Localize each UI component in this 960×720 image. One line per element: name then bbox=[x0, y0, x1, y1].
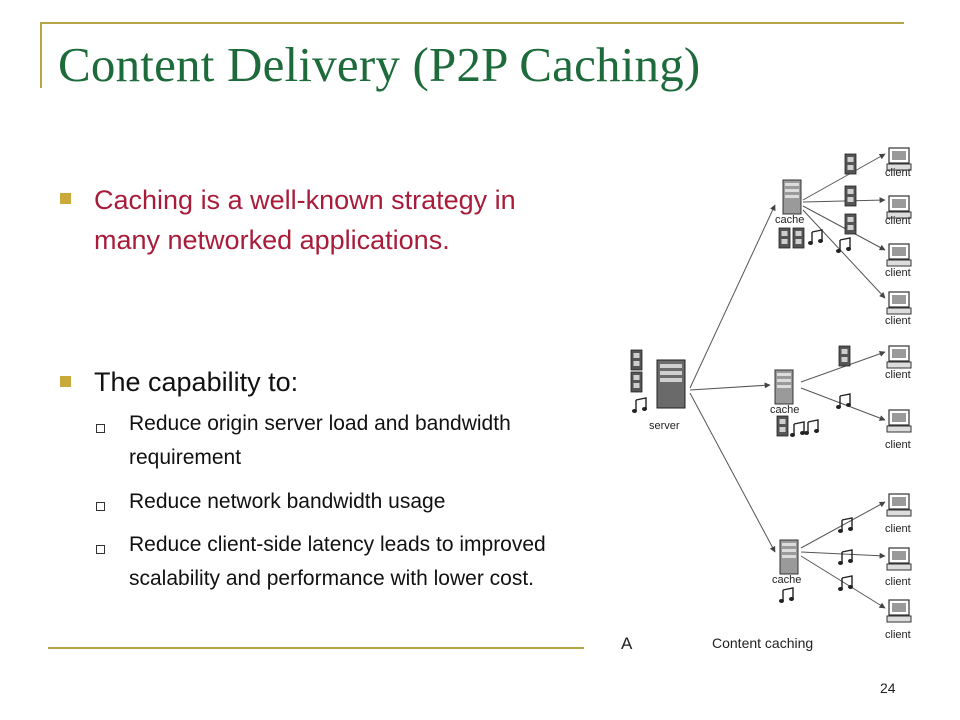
cache-label-top: cache bbox=[775, 214, 804, 226]
figure-caption: Content caching bbox=[712, 635, 813, 651]
client-label-5: client bbox=[885, 369, 911, 381]
sub-bullet-network-bandwidth: Reduce network bandwidth usage bbox=[129, 490, 446, 513]
cache-node-bottom bbox=[778, 539, 799, 604]
frame-top-rule bbox=[40, 22, 904, 24]
bullet-capability: The capability to: bbox=[94, 367, 299, 397]
client-label-3: client bbox=[885, 267, 911, 279]
bullet-caching: Caching is a well-known strategy in many… bbox=[94, 185, 516, 255]
bullet-marker-1 bbox=[60, 193, 71, 204]
cache-label-middle: cache bbox=[770, 404, 799, 416]
client-label-1: client bbox=[885, 167, 911, 179]
bullet-marker-2 bbox=[60, 376, 71, 387]
frame-left-rule bbox=[40, 22, 42, 88]
server-label: server bbox=[649, 420, 680, 432]
slide-title: Content Delivery (P2P Caching) bbox=[58, 37, 701, 92]
client-label-2: client bbox=[885, 215, 911, 227]
server-node bbox=[630, 349, 686, 414]
figure-caption-letter: A bbox=[621, 634, 633, 653]
sub-bullet-marker-2 bbox=[96, 502, 105, 511]
sub-bullet-latency: Reduce client-side latency leads to impr… bbox=[129, 533, 546, 590]
cache-label-bottom: cache bbox=[772, 574, 801, 586]
client-label-9: client bbox=[885, 629, 911, 641]
client-label-4: client bbox=[885, 315, 911, 327]
in-transit-content bbox=[835, 153, 857, 592]
content-caching-diagram: server cache cache cache bbox=[621, 147, 912, 653]
client-label-7: client bbox=[885, 523, 911, 535]
client-label-6: client bbox=[885, 439, 911, 451]
sub-bullet-marker-3 bbox=[96, 545, 105, 554]
frame-bottom-rule bbox=[48, 647, 584, 649]
client-label-8: client bbox=[885, 576, 911, 588]
page-number: 24 bbox=[880, 680, 896, 696]
sub-bullet-server-load: Reduce origin server load and bandwidth … bbox=[129, 412, 511, 469]
sub-bullet-marker-1 bbox=[96, 424, 105, 433]
